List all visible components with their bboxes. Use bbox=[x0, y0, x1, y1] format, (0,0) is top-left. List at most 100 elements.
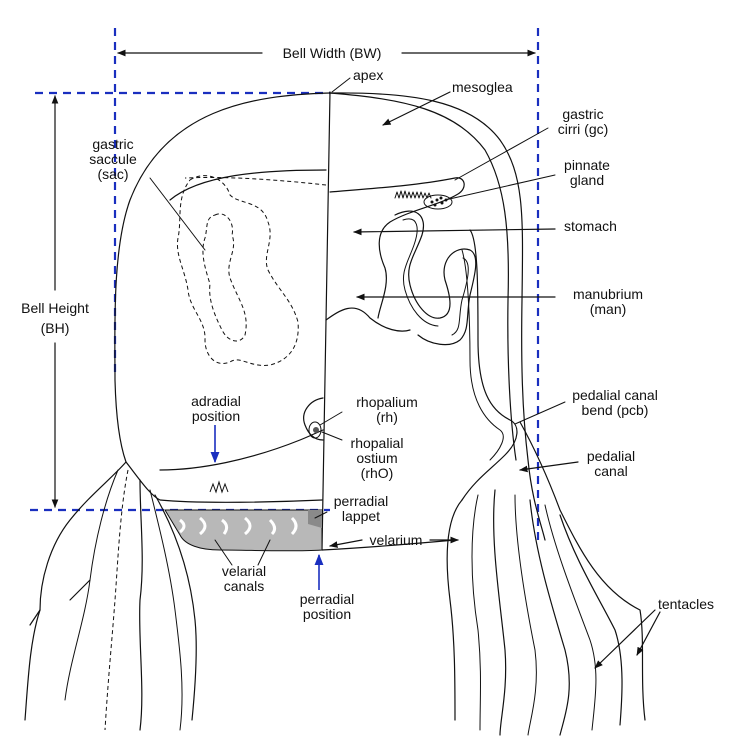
pedalial-bend-leader bbox=[514, 401, 566, 425]
bell-left-outer bbox=[114, 92, 331, 463]
bell-height-label-line2: (BH) bbox=[41, 320, 70, 336]
manubrium-label-line1: manubrium bbox=[573, 286, 643, 302]
pedalium-right bbox=[446, 229, 646, 736]
gastric-cirri-leader bbox=[454, 127, 549, 181]
pinnate-gland-body bbox=[423, 194, 453, 210]
tentacle-6 bbox=[544, 504, 597, 731]
measurement-guides bbox=[30, 28, 540, 540]
pedalial-canal-leader bbox=[519, 461, 579, 473]
pedalial-canal-inner bbox=[461, 249, 504, 461]
bell-outline bbox=[114, 91, 546, 551]
tentacle-3 bbox=[493, 489, 507, 736]
velarium-arrow-left bbox=[329, 539, 363, 548]
stomach-leader bbox=[353, 228, 556, 236]
bell-left-margin bbox=[125, 461, 323, 503]
velarial-canals-leader-2 bbox=[257, 539, 271, 566]
adradial-label-line2: position bbox=[192, 408, 240, 424]
perradial-lappet-leader bbox=[314, 511, 328, 519]
left-tentacle-a2 bbox=[24, 609, 41, 721]
velarial-canals-leader-1 bbox=[214, 539, 233, 566]
apex-leader bbox=[331, 77, 351, 93]
perradial-position-label-line2: position bbox=[303, 606, 351, 622]
adradial-label-line1: adradial bbox=[191, 393, 241, 409]
midline bbox=[321, 91, 331, 551]
stomach-roof-dashed bbox=[184, 176, 327, 186]
tentacles-leader-2 bbox=[636, 611, 661, 656]
manubrium-base bbox=[325, 307, 411, 332]
gastric-cirri-fringe bbox=[394, 190, 432, 199]
gastric-cirri-label-line2: cirri (gc) bbox=[558, 121, 609, 137]
pedalial-canal-label-line2: canal bbox=[594, 463, 627, 479]
tentacles-leader-1 bbox=[594, 609, 656, 669]
rhopalium-leader bbox=[319, 411, 343, 426]
gastric-cirri-label-line1: gastric bbox=[562, 106, 603, 122]
pedalial-bend-label-line2: bend (pcb) bbox=[582, 402, 649, 418]
perradial-lappet-label-line2: lappet bbox=[342, 508, 380, 524]
gastric-saccule-leader bbox=[149, 177, 206, 251]
mesoglea-leader bbox=[382, 91, 451, 126]
pedalial-bend-label-line1: pedalial canal bbox=[572, 387, 658, 403]
rhopalial-ostium-label-line1: rhopalial bbox=[351, 435, 404, 451]
stomach-wall bbox=[329, 177, 465, 319]
bell-height-label-line1: Bell Height bbox=[21, 300, 89, 316]
leader-lines bbox=[149, 77, 661, 669]
rhopalium-label-line2: (rh) bbox=[376, 409, 398, 425]
rhopalial-ostium-label-line3: (rhO) bbox=[361, 465, 394, 481]
bell-right-inner bbox=[329, 92, 517, 461]
tentacle-7 bbox=[559, 514, 623, 726]
velarium-shaded bbox=[164, 509, 323, 552]
rhopalium-structure bbox=[303, 397, 324, 441]
rhopalial-ostium-leader bbox=[321, 431, 343, 441]
rhopalial-ostium-label-line2: ostium bbox=[356, 450, 397, 466]
manubrium-lobe-inner-2 bbox=[451, 257, 469, 336]
gastric-saccule-label-line1: gastric bbox=[92, 136, 133, 152]
rhopalial-niche bbox=[303, 397, 324, 441]
gastric-saccule-label-line3: (sac) bbox=[97, 166, 128, 182]
tentacle-4 bbox=[514, 494, 537, 736]
manubrium bbox=[325, 177, 477, 346]
velarium-right-edge bbox=[321, 539, 456, 551]
perradial-position-label-line1: perradial bbox=[300, 591, 354, 607]
tentacles-label: tentacles bbox=[658, 596, 714, 612]
velarial-canal-pattern bbox=[179, 516, 298, 536]
manubrium-label-line2: (man) bbox=[590, 301, 627, 317]
left-tentacle-c bbox=[139, 479, 143, 731]
velarial-canals-label-line1: velarial bbox=[222, 563, 266, 579]
left-tentacle-e bbox=[154, 494, 197, 721]
pedalium-outer-right bbox=[519, 421, 646, 721]
bell-right-outer bbox=[329, 92, 546, 541]
pinnate-gland-label-line2: gland bbox=[570, 172, 604, 188]
manubrium-lobe-outer bbox=[394, 210, 477, 346]
pedalial-canal-label-line1: pedalial bbox=[587, 448, 635, 464]
perradial-lappet bbox=[308, 510, 322, 528]
left-tentacle-forks bbox=[29, 579, 91, 626]
mesoglea-label: mesoglea bbox=[452, 79, 513, 95]
labels: Bell Width (BW) apex mesoglea gastric ci… bbox=[21, 45, 714, 622]
pedalium-left bbox=[24, 461, 197, 731]
apex-label: apex bbox=[353, 67, 383, 83]
velarial-canals-label-line2: canals bbox=[224, 578, 264, 594]
left-tentacle-a bbox=[39, 461, 127, 611]
manubrium-lobe-inner bbox=[402, 218, 439, 327]
perradial-lappet-label-line1: perradial bbox=[334, 493, 388, 509]
pinnate-gland-leader bbox=[444, 174, 556, 201]
adradial-frill bbox=[209, 480, 229, 494]
velarium-label: velarium bbox=[370, 532, 423, 548]
gastric-saccule-inner bbox=[202, 213, 247, 342]
rhopalium-label-line1: rhopalium bbox=[356, 394, 417, 410]
rhopalium bbox=[308, 421, 322, 439]
tentacle-5 bbox=[529, 499, 570, 736]
left-canal-line bbox=[159, 429, 324, 471]
left-tentacle-d bbox=[149, 489, 183, 731]
bell-left-inner-top bbox=[169, 169, 327, 201]
tentacle-2 bbox=[471, 494, 481, 731]
pedalial-canal-outer bbox=[461, 229, 518, 501]
gastric-saccule-outline bbox=[176, 175, 299, 366]
left-tentacle-dashed-1 bbox=[104, 469, 129, 731]
bell-width-label: Bell Width (BW) bbox=[283, 45, 382, 61]
stomach-label: stomach bbox=[564, 218, 617, 234]
gastric-saccule-label-line2: saccule bbox=[89, 151, 137, 167]
pinnate-gland-label-line1: pinnate bbox=[564, 157, 610, 173]
